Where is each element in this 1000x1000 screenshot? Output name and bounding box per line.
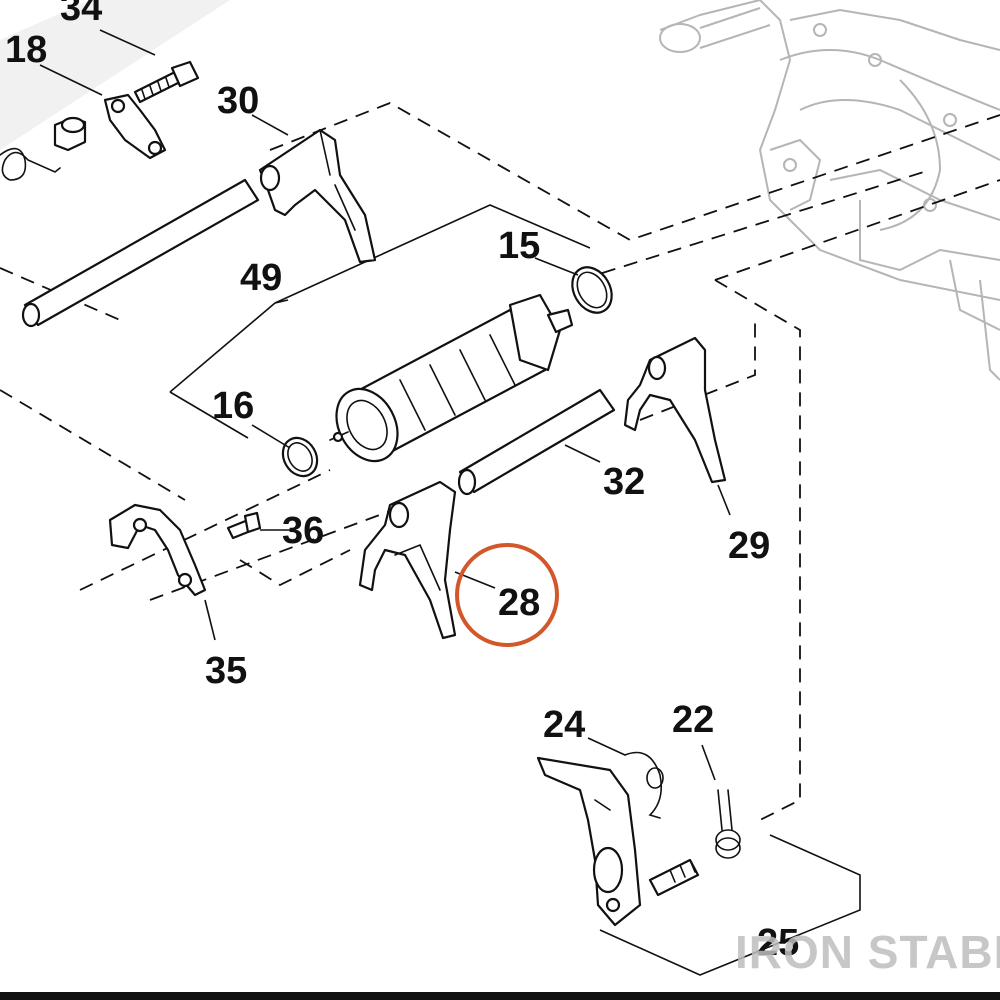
label-36: 36: [282, 510, 324, 552]
bolt-34: [133, 60, 200, 104]
bracket-18: [53, 93, 167, 160]
label-18: 18: [5, 29, 47, 71]
shift-rail-32: [457, 388, 616, 496]
label-34: 34: [60, 0, 102, 29]
part-labels: 34 18 30 49 15 16 36 32 29 28 35 24 22 2…: [5, 0, 799, 964]
bracket-25: [599, 834, 861, 976]
bracket-49: [169, 204, 591, 439]
spring-22: [715, 789, 741, 859]
label-24: 24: [543, 704, 585, 746]
highlight-circle: [455, 543, 559, 647]
spring-left: [0, 147, 61, 181]
shift-lever-24: [536, 756, 642, 927]
shift-fork-28: [358, 480, 457, 640]
label-16: 16: [212, 385, 254, 427]
background-band: [0, 0, 230, 150]
label-15: 15: [498, 225, 540, 267]
label-29: 29: [728, 525, 770, 567]
label-49: 49: [240, 257, 282, 299]
label-32: 32: [603, 461, 645, 503]
shift-shaft-25: [648, 858, 700, 897]
watermark-text: IRON STABLE: [735, 926, 1000, 978]
bolt-36: [226, 511, 262, 540]
spring-24: [624, 751, 664, 819]
label-22: 22: [672, 699, 714, 741]
label-25: 25: [757, 922, 799, 964]
snap-ring-15: [571, 266, 613, 314]
shift-drum-49: [329, 293, 574, 463]
bracket-35: [108, 503, 207, 597]
label-35: 35: [205, 650, 247, 692]
label-28: 28: [498, 582, 540, 624]
label-30: 30: [217, 80, 259, 122]
shift-rail-upper: [21, 178, 260, 328]
shift-fork-30: [258, 128, 377, 264]
transmission-case: [659, 0, 1000, 381]
bottom-border: [0, 992, 1000, 1000]
shift-fork-29: [623, 336, 727, 484]
snap-ring-16: [281, 436, 319, 478]
